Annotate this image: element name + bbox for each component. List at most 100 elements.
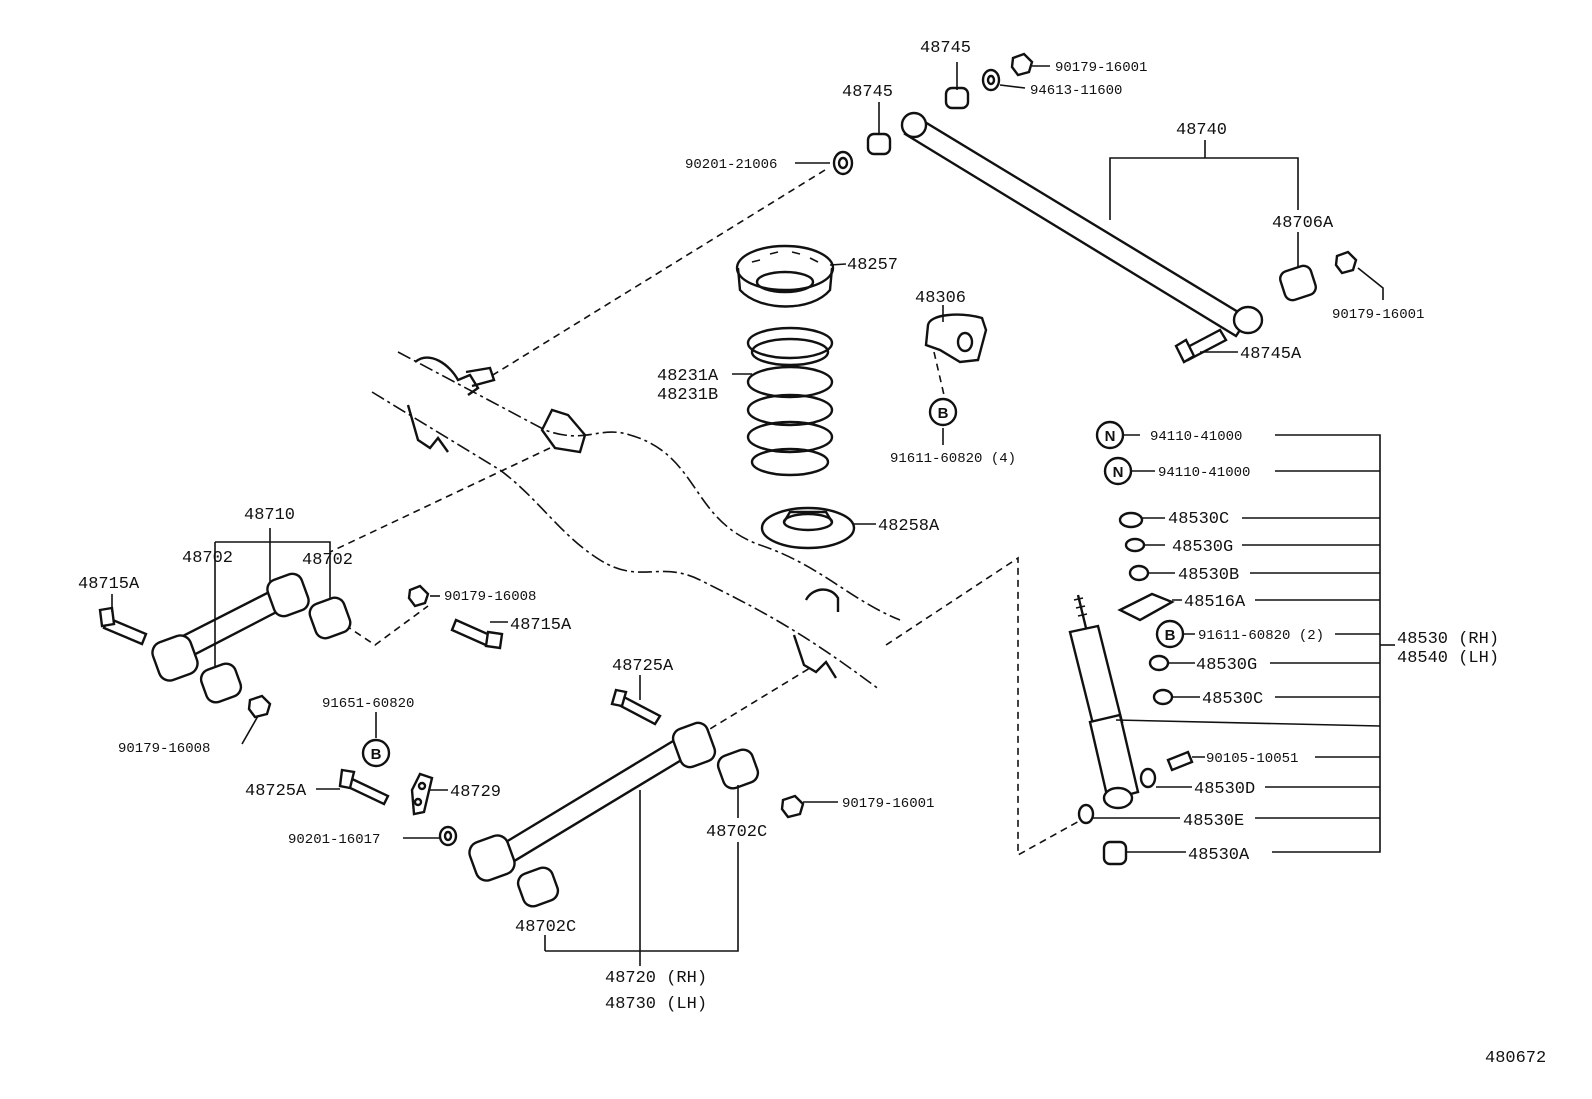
svg-text:N: N: [1105, 428, 1116, 445]
symbol-n-a: N: [1095, 420, 1125, 450]
label-48715a-mid: 48715A: [510, 616, 572, 635]
label-90201-21006: 90201-21006: [685, 157, 777, 173]
bolt-48725a-lower: [338, 768, 390, 806]
label-48725a-upper: 48725A: [612, 657, 674, 676]
label-48740: 48740: [1176, 121, 1227, 140]
label-48306: 48306: [915, 289, 966, 308]
nut-90179-16008-left: [247, 694, 272, 719]
label-90179-16001-top: 90179-16001: [1055, 60, 1147, 76]
label-48745-top: 48745: [920, 39, 971, 58]
bolt-48745a: [1174, 328, 1228, 364]
leader-lines: [111, 62, 1395, 966]
symbol-n-b: N: [1103, 456, 1133, 486]
bolt-48715a-mid: [450, 618, 504, 650]
label-94613-11600: 94613-11600: [1030, 83, 1122, 99]
bush-48706a: [1279, 264, 1317, 302]
symbol-b-shock: B: [1155, 619, 1185, 649]
bracket-48516a: [1117, 592, 1175, 622]
label-90179-16001-right: 90179-16001: [1332, 307, 1424, 323]
bush-48745-mid: [866, 132, 892, 156]
label-48702c-left: 48702C: [515, 918, 576, 937]
label-48530g-b: 48530G: [1196, 656, 1257, 675]
bolt-90105: [1166, 750, 1194, 772]
nut-90179-16001-bottom: [780, 794, 805, 819]
spring-seat-lower: [760, 506, 856, 550]
label-90179-16001-bottom: 90179-16001: [842, 796, 934, 812]
cushion-48530c-b: [1152, 688, 1174, 706]
label-94110-41000-a: 94110-41000: [1150, 429, 1242, 445]
bolt-48715a-left: [98, 606, 148, 646]
upper-control-arm: [151, 572, 310, 682]
nut-90179-16008-mid: [407, 584, 430, 608]
label-91651-60820: 91651-60820: [322, 696, 414, 712]
label-48730-lh: 48730 (LH): [605, 995, 707, 1014]
label-48516a: 48516A: [1184, 593, 1246, 612]
washer-94613: [981, 68, 1001, 92]
bumper-48306: [924, 313, 988, 364]
label-48715a-left: 48715A: [78, 575, 140, 594]
bush-48530a: [1102, 840, 1128, 866]
label-48231b: 48231B: [657, 386, 718, 405]
nut-48530e: [1077, 803, 1095, 825]
label-90105-10051: 90105-10051: [1206, 751, 1298, 767]
cushion-48530b: [1128, 564, 1150, 582]
label-48530b: 48530B: [1178, 566, 1239, 585]
label-48231a: 48231A: [657, 367, 719, 386]
svg-text:B: B: [938, 405, 949, 422]
label-91611-60820-4: 91611-60820 (4): [890, 451, 1016, 467]
label-48530g-a: 48530G: [1172, 538, 1233, 557]
symbol-b-48306: B: [928, 397, 958, 427]
label-48706a: 48706A: [1272, 214, 1334, 233]
label-48540-lh: 48540 (LH): [1397, 649, 1499, 668]
bush-48702c-left: [516, 866, 560, 908]
label-48702-left: 48702: [182, 549, 233, 568]
label-48530d: 48530D: [1194, 780, 1255, 799]
retainer-48530g-a: [1124, 537, 1146, 553]
svg-text:B: B: [1165, 627, 1176, 644]
retainer-48530g-b: [1148, 654, 1170, 672]
label-48702c-right: 48702C: [706, 823, 767, 842]
label-48530c-b: 48530C: [1202, 690, 1263, 709]
svg-text:N: N: [1113, 464, 1124, 481]
label-90179-16008-mid: 90179-16008: [444, 589, 536, 605]
bush-48702-right: [308, 596, 352, 640]
shock-absorber: [1068, 594, 1140, 810]
label-48710: 48710: [244, 506, 295, 525]
diagram-id: 480672: [1485, 1049, 1546, 1068]
coil-spring: [746, 326, 834, 477]
washer-90201-21006: [832, 150, 854, 176]
label-48729: 48729: [450, 783, 501, 802]
label-90179-16008-left: 90179-16008: [118, 741, 210, 757]
washer-90201-16017: [438, 825, 458, 847]
nut-90179-top: [1010, 52, 1034, 77]
plate-48729: [410, 772, 434, 816]
bush-48702c-right: [716, 748, 760, 790]
label-48530-rh: 48530 (RH): [1397, 630, 1499, 649]
lower-control-arm: [468, 721, 717, 882]
label-48530a: 48530A: [1188, 846, 1250, 865]
label-48725a-lower: 48725A: [245, 782, 307, 801]
bolt-48725a-upper: [610, 688, 662, 726]
assembly-lines: [329, 169, 1091, 857]
nut-90179-right: [1334, 250, 1358, 275]
bush-48702-left: [199, 662, 243, 704]
symbol-b-91651: B: [361, 738, 391, 768]
lateral-rod: [900, 111, 1264, 338]
label-48530e: 48530E: [1183, 812, 1244, 831]
bush-48745-top: [944, 86, 970, 110]
label-48745a: 48745A: [1240, 345, 1302, 364]
label-48257: 48257: [847, 256, 898, 275]
label-48530c-a: 48530C: [1168, 510, 1229, 529]
label-48702-right: 48702: [302, 551, 353, 570]
part-labels: 48745 90179-16001 94613-11600 48745 9020…: [78, 39, 1546, 1068]
label-48745-mid: 48745: [842, 83, 893, 102]
label-91611-60820-2: 91611-60820 (2): [1198, 628, 1324, 644]
label-94110-41000-b: 94110-41000: [1158, 465, 1250, 481]
label-90201-16017: 90201-16017: [288, 832, 380, 848]
axle-housing: [371, 351, 901, 691]
label-48720-rh: 48720 (RH): [605, 969, 707, 988]
label-48258a: 48258A: [878, 517, 940, 536]
svg-text:B: B: [371, 746, 382, 763]
